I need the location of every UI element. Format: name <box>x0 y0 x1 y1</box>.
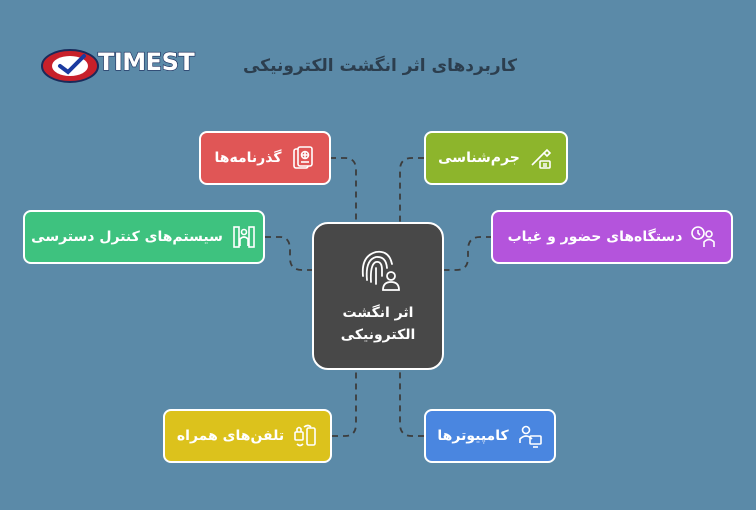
node-phones-label: تلفن‌های همراه <box>176 428 285 444</box>
link-phones <box>332 370 357 437</box>
link-passports <box>330 157 357 222</box>
node-passports: گذرنامه‌ها <box>199 131 331 185</box>
page-title: کاربردهای اثر انگشت الکترونیکی <box>242 56 517 76</box>
access-gate-icon <box>231 224 257 250</box>
node-computers: کامپیوترها <box>424 409 556 463</box>
computer-user-icon <box>517 423 543 449</box>
link-computers <box>399 370 424 437</box>
node-access: سیستم‌های کنترل دسترسی <box>23 210 265 264</box>
node-passports-label: گذرنامه‌ها <box>214 150 282 166</box>
node-forensics-label: جرم‌شناسی <box>438 150 520 166</box>
forensics-brush-icon <box>528 145 554 171</box>
phone-lock-icon <box>292 423 318 449</box>
passport-icon <box>289 145 315 171</box>
fingerprint-user-icon <box>355 246 401 296</box>
node-forensics: جرم‌شناسی <box>424 131 568 185</box>
node-attendance-label: دستگاه‌های حضور و غیاب <box>507 229 683 245</box>
center-line-1: اثر انگشت <box>342 305 414 321</box>
clock-person-icon <box>690 224 716 250</box>
link-access <box>265 236 312 271</box>
logo-swoosh-icon <box>41 49 99 83</box>
node-attendance: دستگاه‌های حضور و غیاب <box>491 210 733 264</box>
center-line-2: الکترونیکی <box>340 327 416 343</box>
node-computers-label: کامپیوترها <box>437 428 509 444</box>
center-node: اثر انگشت الکترونیکی <box>312 222 444 370</box>
link-attendance <box>444 236 492 271</box>
node-access-label: سیستم‌های کنترل دسترسی <box>31 229 223 245</box>
node-phones: تلفن‌های همراه <box>163 409 332 463</box>
timest-logo: TIMEST <box>40 42 195 86</box>
logo-text: TIMEST <box>97 47 195 76</box>
link-forensics <box>399 157 424 222</box>
